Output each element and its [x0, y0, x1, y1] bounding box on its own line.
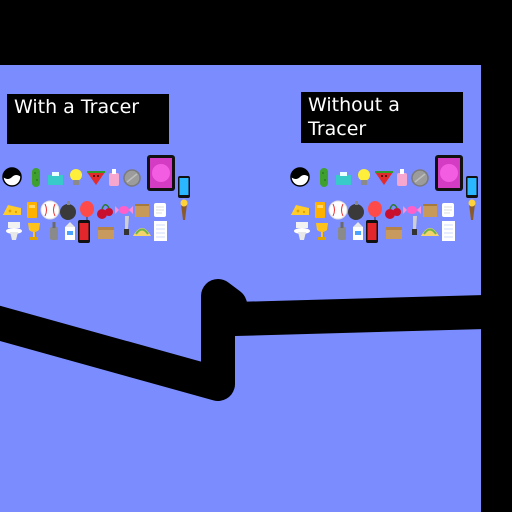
teal-box-icon: [48, 172, 63, 185]
torch-icon: [468, 199, 476, 220]
cheese-icon: [291, 205, 309, 215]
soda-can-icon: [78, 220, 90, 243]
soda-can-icon: [366, 220, 378, 243]
lightbulb-icon: [358, 169, 370, 185]
notebook-icon: [154, 221, 167, 241]
toilet-icon: [294, 222, 310, 240]
tablet-icon: [147, 155, 175, 191]
knife-icon: [124, 216, 129, 235]
gray-bottle-icon: [50, 222, 58, 240]
without-tracer-label: Without a Tracer: [301, 92, 463, 143]
teal-box-icon: [336, 172, 351, 185]
pickle-icon: [320, 168, 328, 187]
package-icon: [386, 227, 402, 239]
knife-icon: [412, 216, 417, 235]
phone-icon: [466, 176, 478, 198]
yin-yang-icon: [2, 167, 22, 187]
with-tracer-label-text: With a Tracer: [14, 96, 140, 118]
baseball-icon: [40, 200, 60, 220]
without-tracer-label-text: Without a Tracer: [308, 94, 400, 140]
phone-icon: [178, 176, 190, 198]
watermelon-icon: [87, 171, 105, 185]
tablet-icon: [435, 155, 463, 191]
milk-carton-icon: [353, 222, 363, 240]
notebook-icon: [442, 221, 455, 241]
balloon-icon: [80, 201, 94, 220]
gray-coin-icon: [411, 169, 429, 187]
yellow-card-icon: [27, 202, 37, 218]
item-icons: [2, 155, 190, 243]
package-icon: [98, 227, 114, 239]
bomb-icon: [348, 201, 364, 220]
gray-coin-icon: [123, 169, 141, 187]
trophy-icon: [28, 223, 40, 240]
cardboard-box-icon: [423, 204, 437, 217]
torch-icon: [180, 199, 188, 220]
yin-yang-icon: [290, 167, 310, 187]
pink-bottle-icon: [109, 169, 119, 186]
bomb-icon: [60, 201, 76, 220]
paper-icon: [442, 203, 454, 217]
candy-icon: [115, 206, 133, 214]
taco-icon: [133, 228, 151, 236]
baseball-icon: [328, 200, 348, 220]
yellow-card-icon: [315, 202, 325, 218]
watermelon-icon: [375, 171, 393, 185]
item-icons: [290, 155, 478, 243]
pink-bottle-icon: [397, 169, 407, 186]
item-grid-left: [2, 155, 202, 257]
with-tracer-label: With a Tracer: [7, 94, 169, 144]
trophy-icon: [316, 223, 328, 240]
item-grid-right: [290, 155, 490, 257]
cherry-icon: [385, 204, 401, 219]
candy-icon: [403, 206, 421, 214]
balloon-icon: [368, 201, 382, 220]
toilet-icon: [6, 222, 22, 240]
cherry-icon: [97, 204, 113, 219]
cardboard-box-icon: [135, 204, 149, 217]
lightbulb-icon: [70, 169, 82, 185]
taco-icon: [421, 228, 439, 236]
paper-icon: [154, 203, 166, 217]
milk-carton-icon: [65, 222, 75, 240]
cheese-icon: [3, 205, 21, 215]
pickle-icon: [32, 168, 40, 187]
gray-bottle-icon: [338, 222, 346, 240]
